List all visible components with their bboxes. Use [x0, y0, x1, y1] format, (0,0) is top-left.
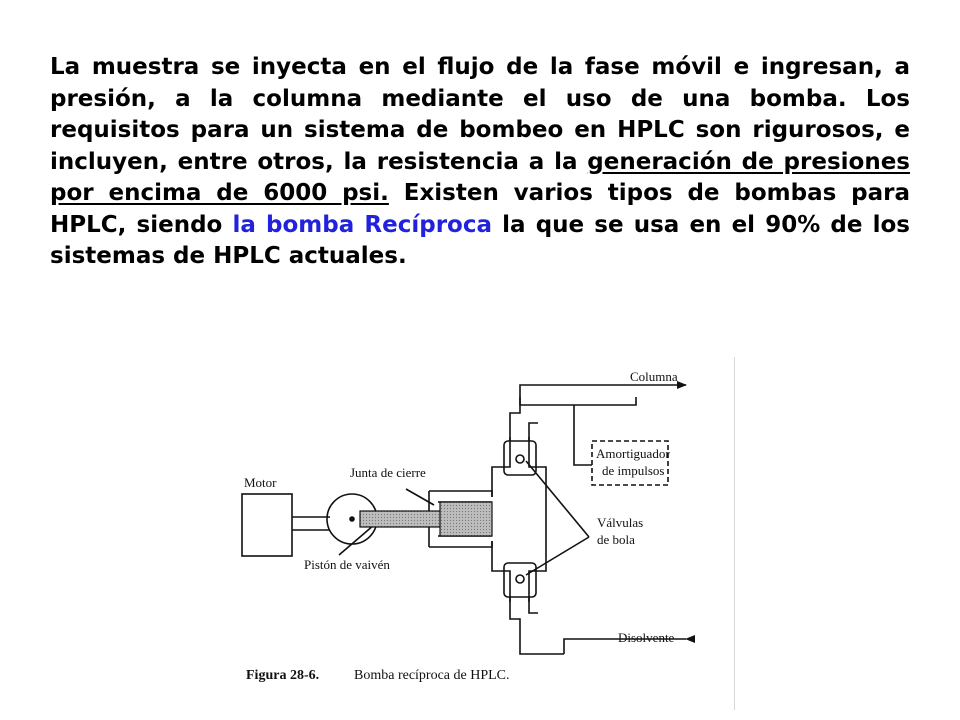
underlined-phrase: generación de presiones por encima de 60… — [50, 148, 910, 207]
lower-valve-housing — [503, 562, 537, 598]
paragraph-text-middle: Existen varios tipos de bombas para HPLC… — [50, 180, 910, 238]
label-junta: Junta de cierre — [350, 465, 426, 480]
paragraph-text-end: la que se usa en el 90% de los sistemas … — [50, 211, 910, 270]
highlighted-phrase: la bomba Recíproca — [232, 211, 492, 238]
label-valvulas-2: de bola — [597, 532, 635, 547]
caption-number: Figura 28-6. — [246, 668, 319, 683]
caption-text: Bomba recíproca de HPLC. — [354, 668, 510, 683]
label-piston: Pistón de vaivén — [304, 557, 390, 572]
label-motor: Motor — [244, 475, 277, 490]
pump-figure: Motor Junta de cierre Pistón de vaivén C… — [224, 357, 735, 710]
reciprocating-pump-diagram: Motor Junta de cierre Pistón de vaivén C… — [241, 369, 695, 683]
label-columna: Columna — [630, 369, 678, 384]
pulse-damper-box — [591, 440, 669, 486]
upper-valve-housing — [503, 440, 537, 476]
label-amortiguador-2: de impulsos — [602, 463, 664, 478]
label-disolvente: Disolvente — [618, 630, 675, 645]
body-paragraph: La muestra se inyecta en el flujo de la … — [50, 52, 910, 273]
label-amortiguador-1: Amortiguador — [596, 446, 670, 461]
label-valvulas-1: Válvulas — [597, 515, 643, 530]
paragraph-text-start: La muestra se inyecta en el flujo de la … — [50, 54, 910, 175]
motor-box — [241, 493, 293, 557]
seal-block — [439, 501, 493, 537]
